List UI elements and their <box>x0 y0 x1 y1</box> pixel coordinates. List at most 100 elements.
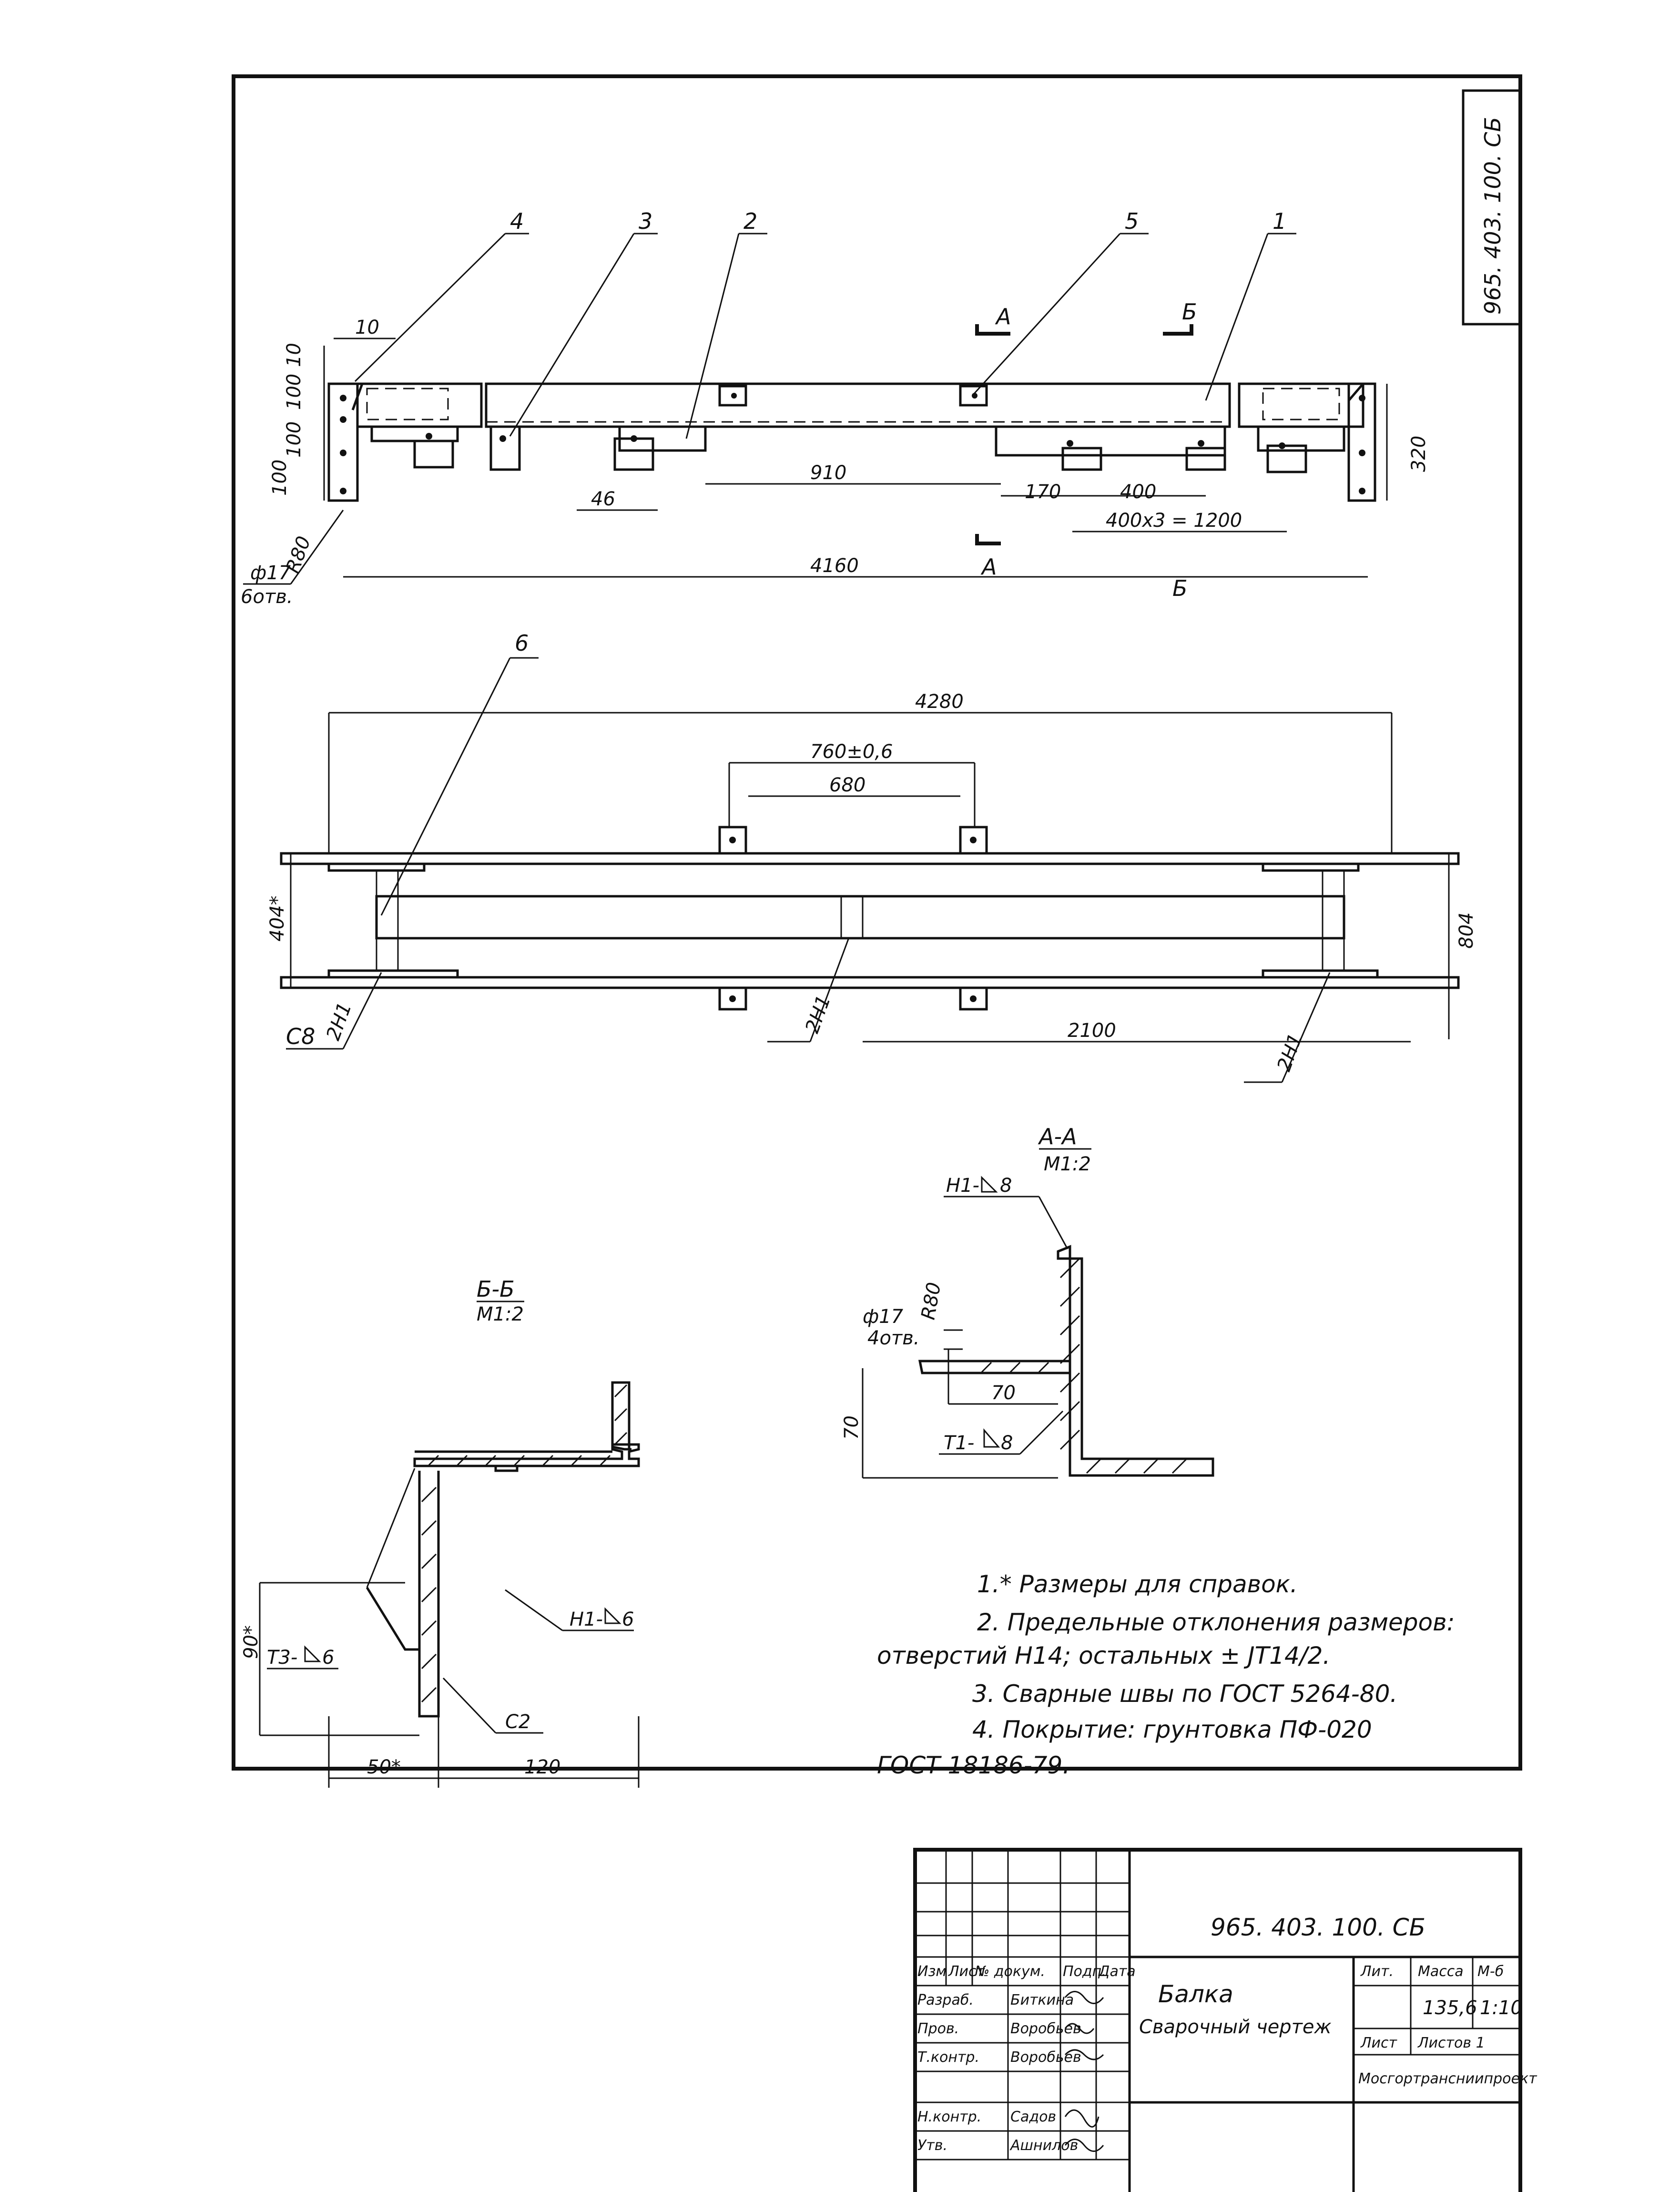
tb-role-0: Разраб. <box>917 1992 974 2008</box>
tb-name-0: Биткина <box>1010 1992 1074 2008</box>
signature-scribble <box>1064 1991 1104 2152</box>
dim-804: 804 <box>1456 912 1477 949</box>
vertical-stamp: 965. 403. 100. СБ <box>1462 89 1522 326</box>
tb-head-sign: Подп. <box>1063 1963 1106 1980</box>
dim-400x3: 400x3 = 1200 <box>1106 510 1242 532</box>
dim-400: 400 <box>1120 481 1156 503</box>
section-aa-scale: М1:2 <box>1044 1153 1091 1175</box>
tb-role-1: Пров. <box>917 2020 959 2037</box>
note-3: 3. Сварные швы по ГОСТ 5264-80. <box>972 1680 1397 1708</box>
dim-100-b: 100 <box>283 421 305 458</box>
elevation-view: 4 3 2 5 1 А Б А Б 10 <box>241 208 1430 608</box>
weld-label-mid: 2Н1 <box>801 993 835 1036</box>
note-4b: ГОСТ 18186-79. <box>877 1752 1070 1779</box>
callout-leaders: 4 3 2 5 1 <box>354 208 1296 439</box>
note-2b: отверстий Н14; остальных ± JT14/2. <box>877 1642 1330 1670</box>
section-a-a: А-А М1:2 Н1- 8 ф17 4отв. R80 70 <box>841 1124 1214 1479</box>
dim-320: 320 <box>1408 436 1430 472</box>
tb-sheets-label: Листов 1 <box>1417 2035 1485 2051</box>
left-end-plate <box>327 382 359 502</box>
dim-bb-120: 120 <box>524 1756 560 1778</box>
tb-scale: 1:10 <box>1480 1997 1523 2019</box>
tb-head-izm: Изм <box>917 1963 947 1980</box>
weld-label-left: 2Н1 <box>322 1000 356 1044</box>
weld-bb-left: Т3- <box>267 1647 297 1669</box>
dim-aa-70-horizontal: 70 <box>991 1382 1016 1404</box>
weld-bb-c2: С2 <box>505 1711 530 1733</box>
weld-top-aa-size: 8 <box>1000 1175 1012 1197</box>
dim-680: 680 <box>829 774 865 796</box>
tb-mass: 135,6 <box>1423 1997 1477 2019</box>
sheet-frame <box>232 74 1522 1771</box>
tb-role-2: Т.контр. <box>917 2049 979 2066</box>
dim-4160: 4160 <box>810 555 859 577</box>
hole-aa-diameter: ф17 <box>863 1306 904 1328</box>
tb-name: Балка <box>1158 1980 1233 2008</box>
weld-bottom-aa: Т1- <box>944 1432 974 1454</box>
dim-100-c: 100 <box>269 460 291 496</box>
dim-100-a: 100 <box>283 374 305 410</box>
tb-lit-label: Лит. <box>1360 1963 1394 1980</box>
callout-6: 6 <box>515 630 529 656</box>
note-4: 4. Покрытие: грунтовка ПФ-020 <box>972 1716 1372 1743</box>
tb-head-doc: № докум. <box>974 1963 1045 1980</box>
weld-bb-left-size: 6 <box>322 1647 334 1669</box>
callout-2: 2 <box>743 208 757 234</box>
callout-3: 3 <box>639 208 652 234</box>
dim-10-top: 10 <box>355 317 379 338</box>
section-mark-a-bottom: А <box>980 554 997 580</box>
section-mark-b-top: Б <box>1182 299 1197 325</box>
hole-note-diameter: ф17 <box>250 562 291 584</box>
weld-top-aa: Н1- <box>946 1175 979 1197</box>
weld-bb-right: Н1- <box>570 1608 603 1630</box>
section-bb-scale: М1:2 <box>477 1303 524 1325</box>
tb-doc-number: 965. 403. 100. СБ <box>1211 1914 1425 1941</box>
section-bb-title: Б-Б <box>477 1276 515 1302</box>
dim-aa-70-vertical: 70 <box>841 1415 863 1440</box>
weld-bottom-aa-size: 8 <box>1001 1432 1013 1454</box>
dim-10-side: 10 <box>283 343 305 367</box>
dim-bb-90: 90* <box>240 1625 262 1659</box>
note-1: 1.* Размеры для справок. <box>977 1570 1298 1598</box>
section-mark-b-bottom: Б <box>1172 575 1188 601</box>
bolt-holes <box>340 393 1365 494</box>
vertical-stamp-text: 965. 403. 100. СБ <box>1480 117 1506 315</box>
dim-4280: 4280 <box>915 691 964 713</box>
tb-sheet-label: Лист <box>1360 2035 1398 2051</box>
tb-scale-label: М-б <box>1477 1963 1504 1980</box>
general-notes: 1.* Размеры для справок. 2. Предельные о… <box>877 1570 1455 1779</box>
callout-4: 4 <box>510 208 524 234</box>
dim-404: 404* <box>266 896 288 942</box>
tb-mass-label: Масса <box>1418 1963 1464 1980</box>
section-marks: А Б А Б <box>975 299 1197 601</box>
callout-5: 5 <box>1125 208 1139 234</box>
tb-role-3: Н.контр. <box>917 2109 981 2125</box>
dim-2100: 2100 <box>1068 1020 1116 1042</box>
callout-1: 1 <box>1273 208 1286 234</box>
weld-bb-right-size: 6 <box>622 1608 634 1630</box>
section-aa-title: А-А <box>1038 1124 1077 1149</box>
dim-910: 910 <box>810 462 846 484</box>
plan-view: 4280 760±0,6 680 404* 804 2100 6 С8 2Н1 … <box>266 630 1477 1083</box>
elevation-dimensions: 10 10 100 100 100 46 910 170 400 400x3 =… <box>241 317 1430 608</box>
section-mark-a-top: А <box>995 304 1011 329</box>
tb-subtitle: Сварочный чертеж <box>1139 2016 1332 2038</box>
hole-note-count: 6отв. <box>241 586 293 608</box>
weld-label-right: 2Н1 <box>1273 1031 1307 1075</box>
title-block: Изм Лист № докум. Подп. Дата Разраб. Бит… <box>913 1848 1537 2192</box>
tb-name-3: Садов <box>1010 2109 1056 2125</box>
tb-role-4: Утв. <box>917 2137 947 2154</box>
section-b-b: Б-Б М1:2 90* <box>240 1276 640 1788</box>
note-2: 2. Предельные отклонения размеров: <box>977 1608 1455 1636</box>
tb-name-4: Ашнилов <box>1009 2137 1078 2154</box>
dim-bb-50: 50* <box>367 1756 401 1778</box>
hole-aa-count: 4отв. <box>867 1327 920 1349</box>
hole-aa-r80: R80 <box>917 1280 946 1321</box>
tb-head-date: Дата <box>1098 1963 1136 1980</box>
tb-org: Мосгортрансниипроект <box>1358 2070 1537 2087</box>
dim-170: 170 <box>1025 481 1061 503</box>
tb-head-list: Лист <box>948 1963 986 1980</box>
weld-code-left: С8 <box>286 1024 315 1049</box>
tb-name-1: Воробьев <box>1010 2020 1081 2037</box>
